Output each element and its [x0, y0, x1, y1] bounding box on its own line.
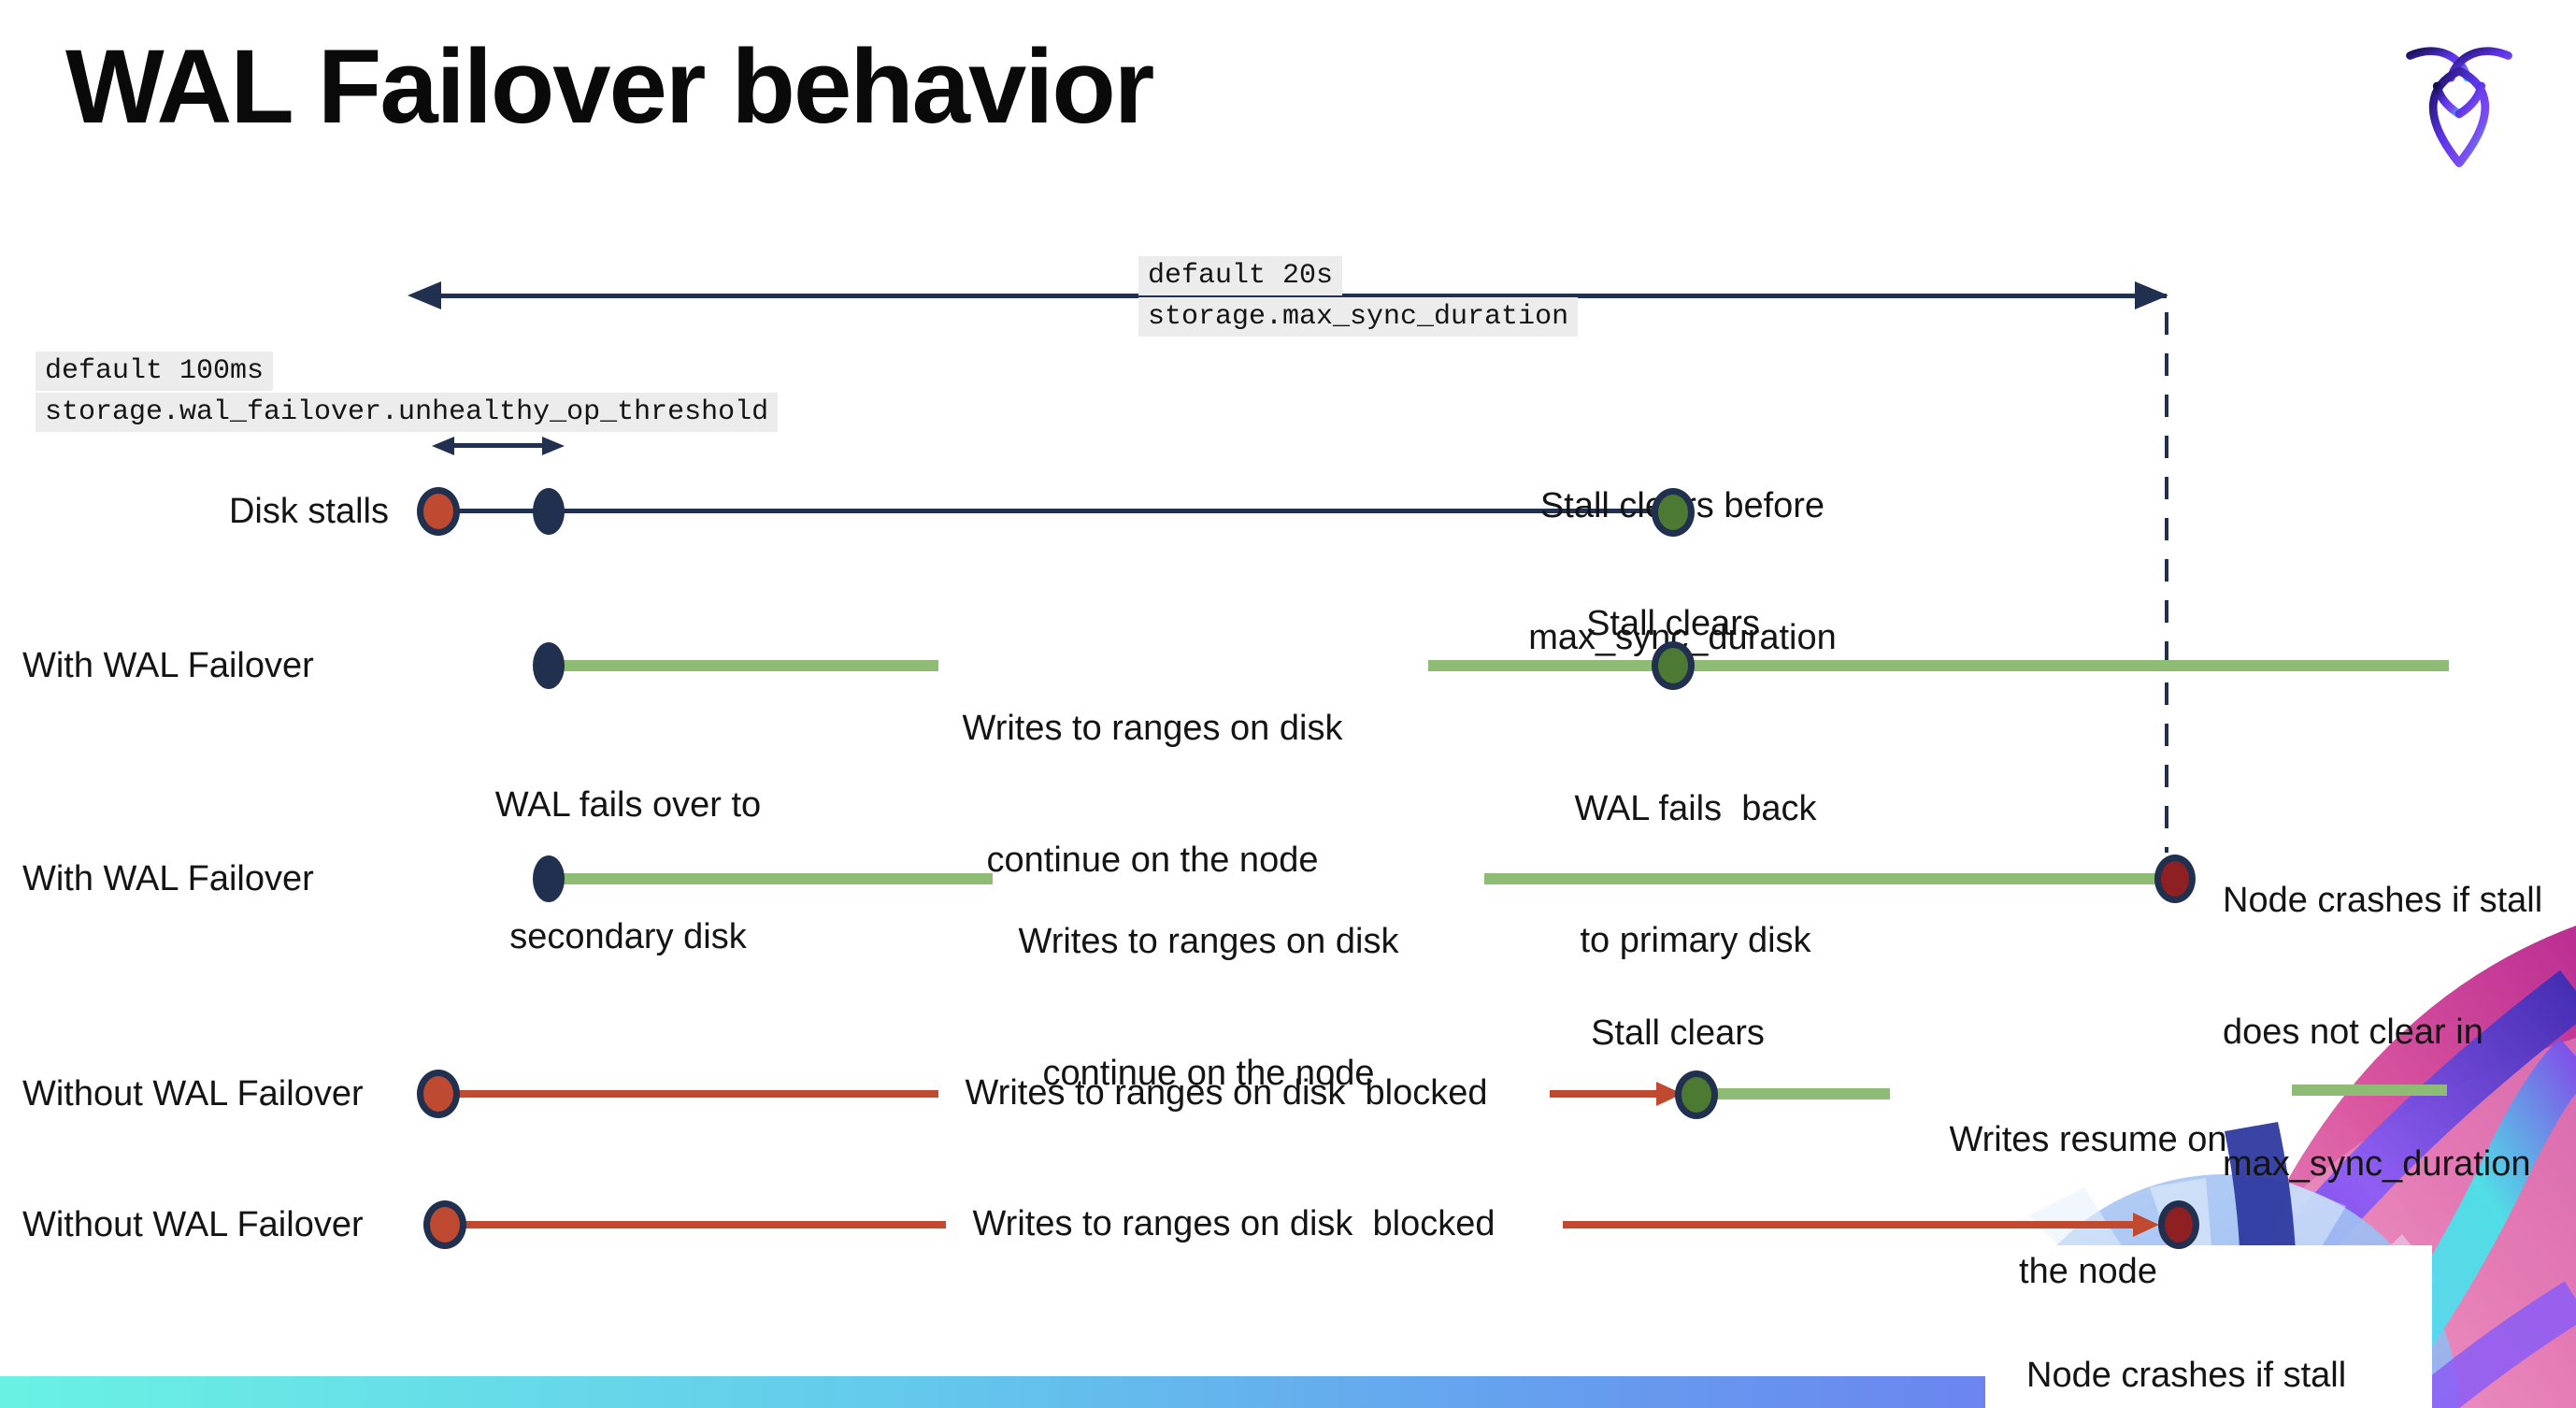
max-sync-default-chip: default 20s: [1138, 256, 1343, 295]
timeline-line-red: [451, 1090, 938, 1098]
row-label-with-wal-failover: With WAL Failover: [22, 646, 314, 685]
node-crash-callout: Node crashes if stall does not clear in …: [1985, 1245, 2432, 1408]
disk-stall-start-marker: [423, 1200, 466, 1249]
page-title: WAL Failover behavior: [65, 28, 1154, 145]
arrow-right-icon: [542, 437, 565, 455]
annotation-writes-continue: Writes to ranges on disk continue on the…: [1018, 922, 1399, 1093]
timeline-line-green: [555, 660, 938, 671]
annotation-stall-clears: Stall clears: [1586, 604, 1760, 643]
row-label-without-wal-failover: Without WAL Failover: [22, 1074, 364, 1113]
stall-clear-marker: [1675, 1070, 1718, 1119]
timeline-line-navy: [438, 509, 1673, 513]
callout-line: Node crashes if stall: [2026, 1356, 2347, 1395]
node-crash-marker: [2158, 1200, 2199, 1249]
threshold-arrow-line: [451, 443, 544, 448]
row-label-without-wal-failover: Without WAL Failover: [22, 1205, 364, 1244]
timeline-line-red: [1550, 1090, 1671, 1098]
timeline-line-green: [555, 873, 993, 884]
threshold-setting-chip: storage.wal_failover.unhealthy_op_thresh…: [36, 393, 779, 432]
max-sync-deadline-dashed-line: [2165, 312, 2168, 853]
disk-stall-start-marker: [417, 487, 460, 536]
annotation-writes-resume: Writes resume on the node: [1949, 1120, 2227, 1291]
cockroachdb-logo-icon: [2406, 47, 2512, 167]
timeline-line-green: [2292, 1085, 2447, 1096]
max-sync-setting-chip: storage.max_sync_duration: [1138, 297, 1579, 337]
failover-threshold-marker: [533, 488, 565, 535]
annotation-writes-blocked: Writes to ranges on disk blocked: [972, 1204, 1496, 1243]
timeline-line-green: [1709, 1088, 1890, 1099]
annotation-stall-clears: Stall clears: [1591, 1013, 1765, 1053]
arrow-left-icon: [432, 437, 454, 455]
threshold-default-chip: default 100ms: [36, 352, 274, 391]
stall-clear-marker: [1652, 488, 1695, 537]
disk-stall-start-marker: [417, 1070, 460, 1118]
failover-marker: [533, 855, 565, 902]
annotation-writes-continue: Writes to ranges on disk continue on the…: [962, 709, 1343, 880]
node-crash-marker: [2154, 855, 2196, 903]
annotation-wal-fails-back: WAL fails back to primary disk: [1574, 789, 1817, 960]
row-label-with-wal-failover: With WAL Failover: [22, 859, 314, 898]
annotation-writes-blocked: Writes to ranges on disk blocked: [965, 1073, 1488, 1113]
failover-marker: [533, 642, 565, 689]
annotation-node-crashes: Node crashes if stall does not clear in …: [2223, 881, 2543, 1184]
row-label-disk-stalls: Disk stalls: [228, 492, 389, 531]
stall-clear-marker: [1652, 641, 1695, 690]
timeline-line-green: [1484, 873, 2159, 884]
timeline-line-red: [456, 1221, 946, 1228]
annotation-wal-fails-over: WAL fails over to secondary disk: [494, 785, 762, 956]
max-sync-duration-arrow-line: [436, 294, 2167, 298]
timeline-line-red: [1563, 1221, 2146, 1228]
arrow-left-icon: [408, 281, 441, 309]
annotation-stall-clears-before: Stall clears before max_sync_duration: [1528, 486, 1837, 657]
arrow-right-icon: [2135, 281, 2168, 309]
brand-art-violet-arc-low: [2411, 1281, 2576, 1408]
red-arrowhead-icon: [2133, 1213, 2159, 1237]
callout-text: Node crashes if stall does not clear in …: [2026, 1266, 2346, 1408]
